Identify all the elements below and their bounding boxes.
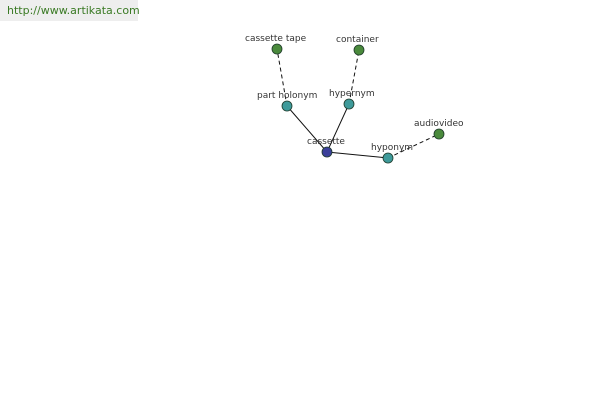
node-label-hyponym: hyponym	[371, 143, 413, 153]
graph-labels: cassette part holonym hypernym hyponym casse…	[245, 34, 464, 153]
node-container[interactable]	[353, 44, 365, 56]
edge-hyponym-to-audiovideo	[387, 133, 440, 159]
node-hyponym[interactable]	[382, 152, 394, 164]
node-label-part-holonym: part holonym	[257, 91, 317, 101]
node-label-cassette: cassette	[307, 137, 345, 147]
node-audiovideo[interactable]	[433, 128, 445, 140]
node-label-container: container	[336, 35, 379, 45]
node-cassette-tape[interactable]	[271, 43, 283, 55]
node-hypernym[interactable]	[343, 98, 355, 110]
graph-nodes	[271, 43, 445, 164]
edge-cassette-to-hyponym	[326, 151, 389, 159]
node-label-audiovideo: audiovideo	[414, 119, 464, 129]
edge-hypernym-to-container	[348, 49, 360, 105]
node-label-hypernym: hypernym	[329, 89, 375, 99]
graph-edges	[276, 48, 440, 159]
edge-cassette-to-part-holonym	[286, 105, 328, 153]
node-label-cassette-tape: cassette tape	[245, 34, 307, 44]
edge-part-holonym-to-cassette-tape	[276, 48, 288, 107]
node-part-holonym[interactable]	[281, 100, 293, 112]
site-url-watermark: http://www.artikata.com	[0, 0, 140, 21]
edge-cassette-to-hypernym	[326, 103, 350, 153]
node-cassette[interactable]	[321, 146, 333, 158]
